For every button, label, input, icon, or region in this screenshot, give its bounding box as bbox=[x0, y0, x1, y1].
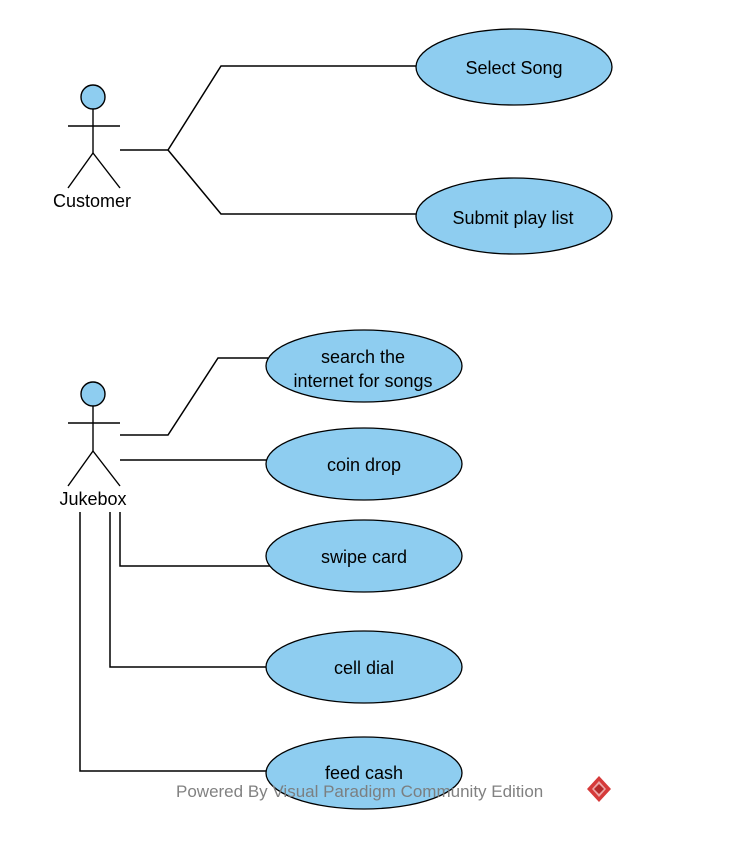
watermark-text: Powered By Visual Paradigm Community Edi… bbox=[176, 782, 543, 801]
actor-customer[interactable]: Customer bbox=[53, 84, 131, 211]
use-case-label-line-1: search the bbox=[321, 347, 405, 367]
use-case-feed-cash[interactable]: feed cash bbox=[265, 736, 463, 810]
use-case-label-line-2: internet for songs bbox=[293, 371, 432, 391]
use-case-label: feed cash bbox=[325, 763, 403, 783]
actor-label-jukebox: Jukebox bbox=[59, 489, 126, 509]
actor-jukebox[interactable]: Jukebox bbox=[59, 381, 127, 509]
connector-jukebox-swipe-card bbox=[119, 512, 270, 567]
actor-head bbox=[80, 381, 106, 407]
use-case-cell-dial[interactable]: cell dial bbox=[265, 630, 463, 704]
use-case-search-internet[interactable]: search the internet for songs bbox=[265, 329, 463, 403]
use-case-label: Submit play list bbox=[452, 208, 573, 228]
actor-label-customer: Customer bbox=[53, 191, 131, 211]
use-case-submit-play-list[interactable]: Submit play list bbox=[415, 177, 613, 255]
use-case-label: Select Song bbox=[465, 58, 562, 78]
connector-jukebox-search-internet bbox=[120, 357, 268, 436]
connector-jukebox-feed-cash bbox=[79, 512, 268, 772]
use-case-label: cell dial bbox=[334, 658, 394, 678]
actor-head bbox=[80, 84, 106, 110]
use-case-label: coin drop bbox=[327, 455, 401, 475]
use-case-select-song[interactable]: Select Song bbox=[415, 28, 613, 106]
use-case-coin-drop[interactable]: coin drop bbox=[265, 427, 463, 501]
watermark: Powered By Visual Paradigm Community Edi… bbox=[176, 776, 611, 802]
connector-jukebox-cell-dial bbox=[109, 512, 268, 668]
connector-customer-submit-play-list bbox=[167, 149, 417, 215]
use-case-swipe-card[interactable]: swipe card bbox=[265, 519, 463, 593]
use-case-label: swipe card bbox=[321, 547, 407, 567]
connector-customer-select-song bbox=[120, 65, 417, 151]
visual-paradigm-logo-icon bbox=[587, 776, 611, 802]
